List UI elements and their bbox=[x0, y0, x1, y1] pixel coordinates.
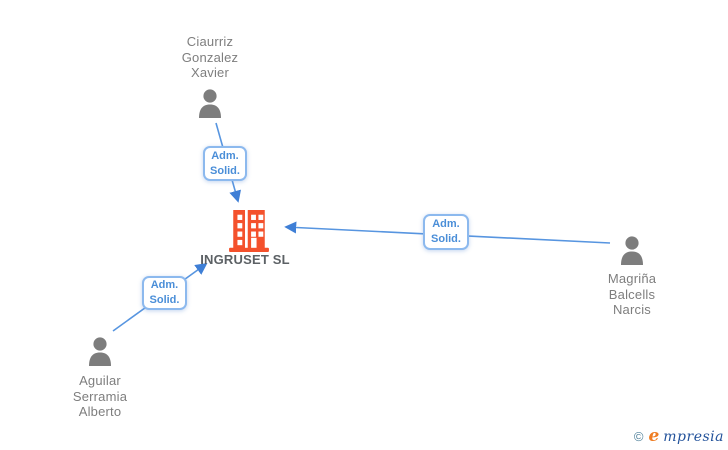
brand-initial: e bbox=[648, 426, 660, 446]
person-icon-bottom-left[interactable] bbox=[86, 336, 114, 371]
brand-text: mpresia bbox=[663, 429, 724, 445]
company-name[interactable]: INGRUSET SL bbox=[200, 252, 290, 267]
relationship-label-right: Adm. Solid. bbox=[423, 214, 469, 250]
empresia-logo[interactable]: © e mpresia bbox=[633, 426, 724, 446]
company-building-icon[interactable] bbox=[229, 210, 269, 257]
person-name-ciaurriz[interactable]: Ciaurriz Gonzalez Xavier bbox=[181, 34, 239, 80]
relationship-label-bottom-left: Adm. Solid. bbox=[142, 276, 187, 310]
person-icon-top[interactable] bbox=[196, 88, 224, 123]
person-icon-right[interactable] bbox=[618, 235, 646, 270]
copyright-icon: © bbox=[633, 429, 644, 444]
person-name-magrina[interactable]: Magriña Balcells Narcis bbox=[607, 271, 657, 317]
person-name-aguilar[interactable]: Aguilar Serramia Alberto bbox=[72, 373, 128, 419]
relationship-label-top: Adm. Solid. bbox=[203, 146, 247, 181]
